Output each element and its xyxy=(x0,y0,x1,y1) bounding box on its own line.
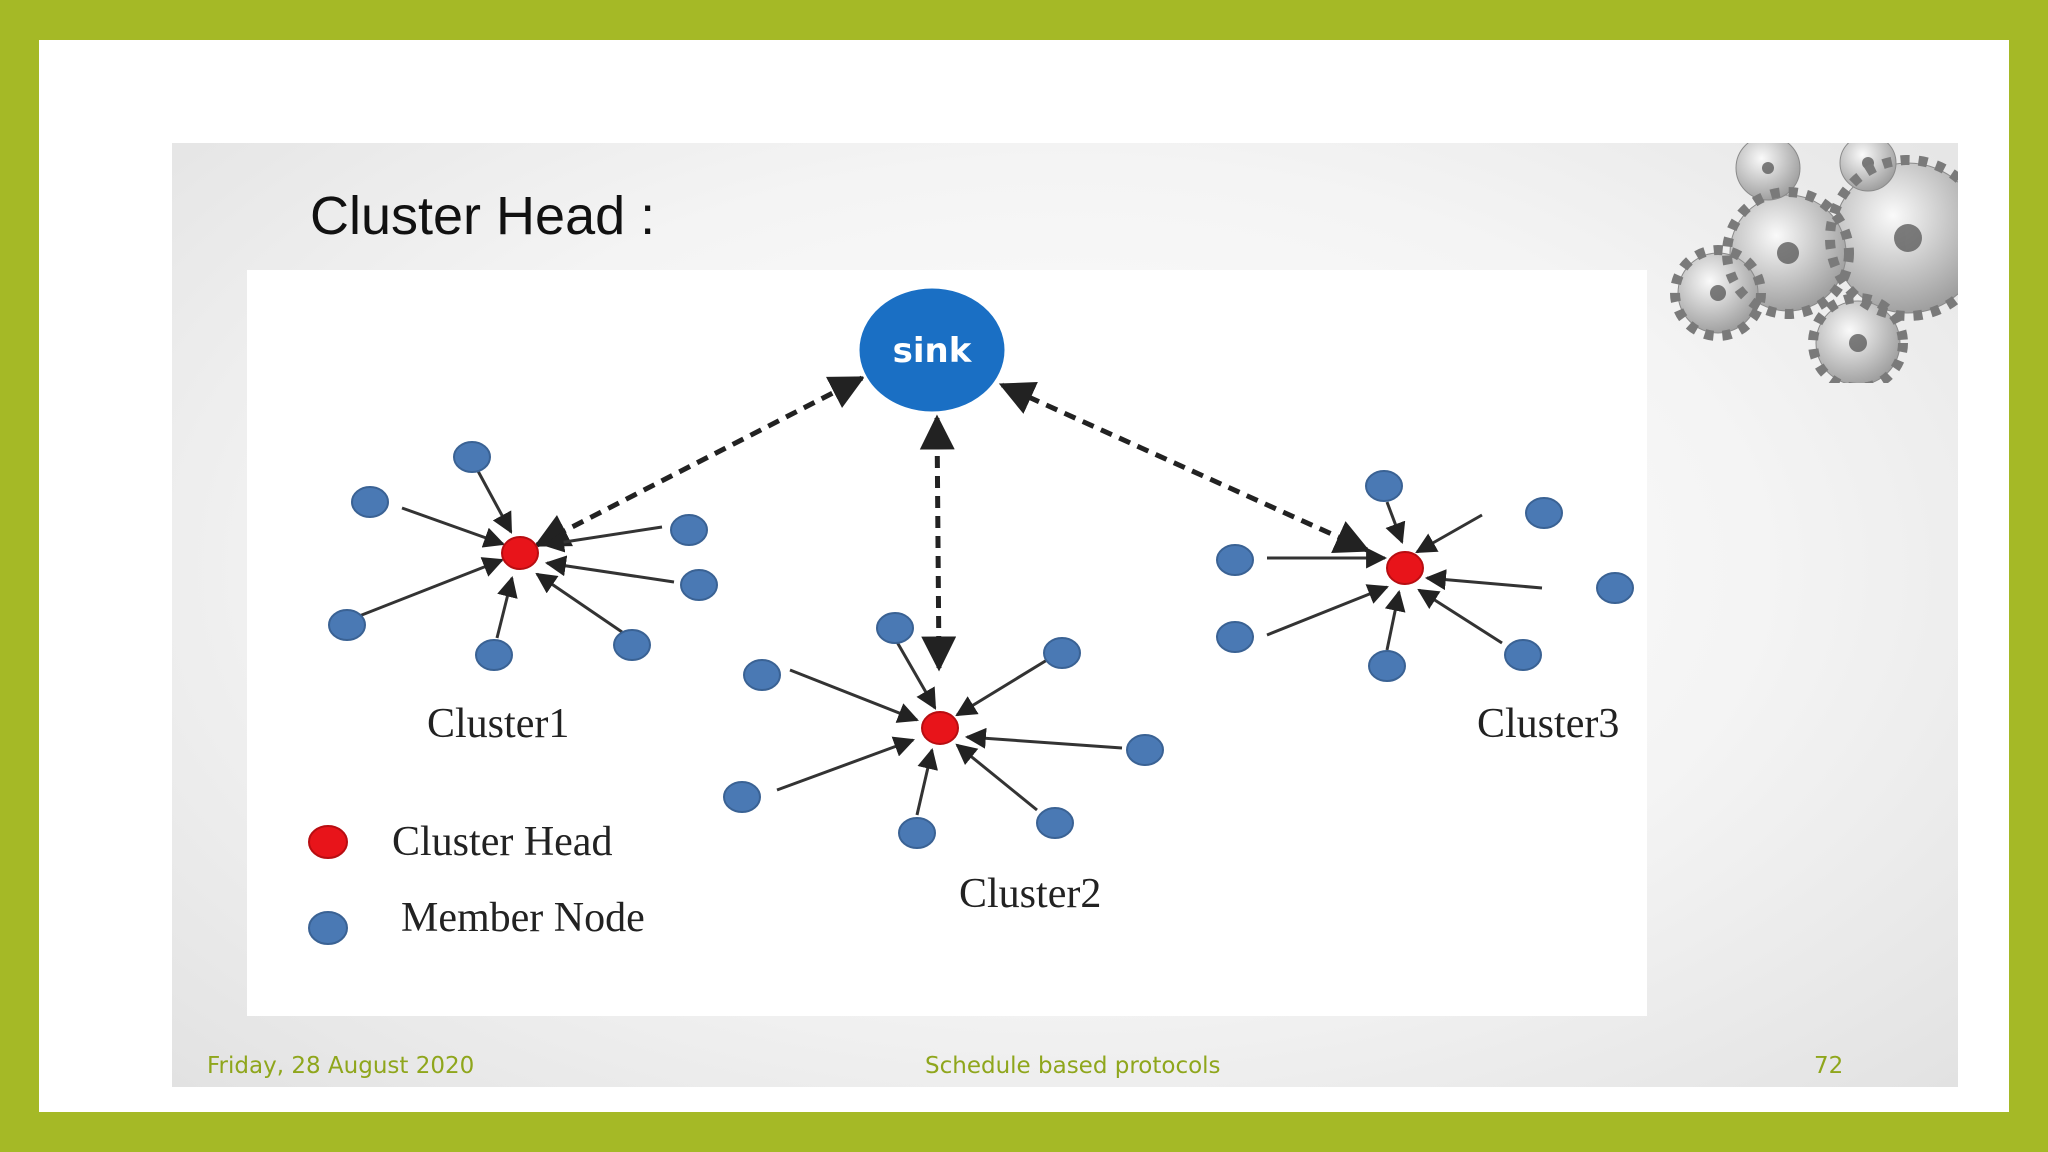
member-node xyxy=(1216,621,1254,653)
legend: Cluster Head Member Node xyxy=(308,819,645,945)
slide: Cluster Head : xyxy=(39,40,2009,1112)
footer-title: Schedule based protocols xyxy=(925,1053,1221,1079)
legend-cluster-head-icon xyxy=(308,825,348,859)
cluster-label: Cluster3 xyxy=(1477,701,1619,747)
legend-member-node-icon xyxy=(308,911,348,945)
slide-title: Cluster Head : xyxy=(310,186,656,246)
sink-links xyxy=(533,375,1371,672)
member-node xyxy=(1525,497,1563,529)
member-node xyxy=(1126,734,1164,766)
footer-page-number: 72 xyxy=(1814,1053,1844,1079)
sink-link-cluster2 xyxy=(919,414,957,672)
member-node xyxy=(453,441,491,473)
sink-link-cluster3 xyxy=(998,382,1371,553)
member-node xyxy=(1504,639,1542,671)
member-node xyxy=(898,817,936,849)
member-node xyxy=(680,569,718,601)
member-node xyxy=(1036,807,1074,839)
cluster2: Cluster2 xyxy=(723,612,1164,917)
cluster3: Cluster3 xyxy=(1216,470,1634,747)
member-node xyxy=(351,486,389,518)
network-diagram: Cluster1 xyxy=(247,270,1647,1016)
member-node xyxy=(613,629,651,661)
cluster-label: Cluster2 xyxy=(959,871,1101,917)
cluster-head xyxy=(501,536,539,570)
legend-member-node-label: Member Node xyxy=(401,895,645,941)
gears-decoration-icon xyxy=(1670,143,1958,383)
member-node xyxy=(1216,544,1254,576)
network-diagram-svg: Cluster1 xyxy=(308,285,1634,945)
member-node xyxy=(876,612,914,644)
slide-picture: Cluster Head : xyxy=(172,143,1958,1087)
member-node xyxy=(1596,572,1634,604)
sink-node: sink xyxy=(856,285,1008,415)
cluster-head xyxy=(921,711,959,745)
cluster1: Cluster1 xyxy=(328,441,718,747)
member-node xyxy=(670,514,708,546)
member-node xyxy=(1368,650,1406,682)
sink-link-cluster1 xyxy=(533,375,866,548)
member-node xyxy=(1043,637,1081,669)
member-node xyxy=(328,609,366,641)
member-node xyxy=(723,781,761,813)
cluster-label: Cluster1 xyxy=(427,701,569,747)
legend-cluster-head-label: Cluster Head xyxy=(392,819,612,865)
member-node xyxy=(743,659,781,691)
sink-label: sink xyxy=(893,331,973,371)
footer-date: Friday, 28 August 2020 xyxy=(207,1053,475,1079)
cluster-head xyxy=(1386,551,1424,585)
member-node xyxy=(475,639,513,671)
member-node xyxy=(1365,470,1403,502)
